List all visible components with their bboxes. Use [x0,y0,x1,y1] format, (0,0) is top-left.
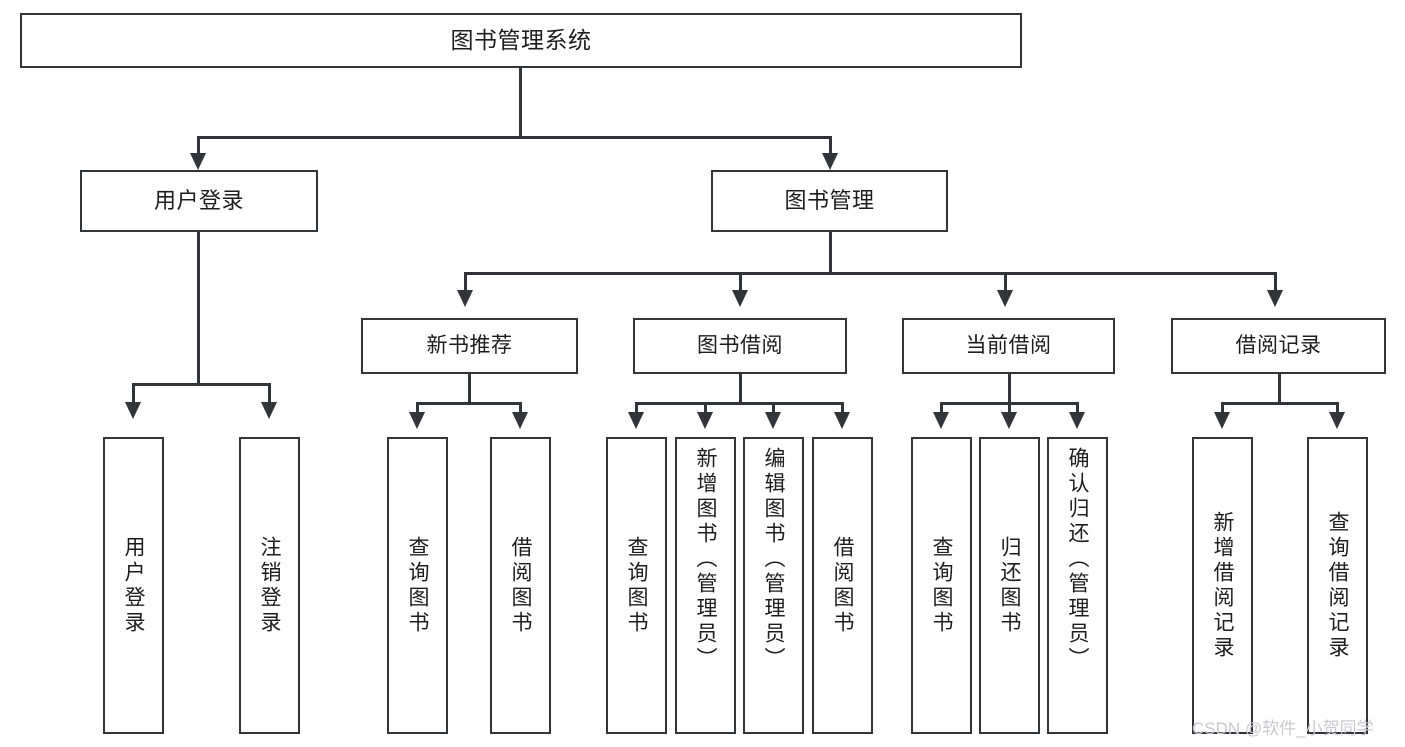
node-user-login[interactable]: 用户登录 [80,170,318,232]
node-leaf-return-book-label: 归还图书 [998,535,1021,636]
node-leaf-edit-book-label: 编辑图书（管理员） [762,447,785,672]
arrow-to-book-manage [822,153,838,170]
connector-root-bus [197,136,831,139]
node-leaf-user-login-label: 用户登录 [122,535,145,636]
arrow-to-leaf-edit-book [765,412,781,429]
node-leaf-add-book[interactable]: 新增图书（管理员） [675,437,736,734]
connector-cb-drop-1 [940,402,943,414]
connector-user-login-drop-1 [132,383,135,404]
connector-root-stem [519,68,522,137]
node-root[interactable]: 图书管理系统 [20,13,1022,68]
node-current-borrow-label: 当前借阅 [965,334,1052,358]
node-new-book-rec[interactable]: 新书推荐 [361,318,578,374]
node-user-login-label: 用户登录 [153,187,244,213]
node-leaf-return-book[interactable]: 归还图书 [979,437,1040,734]
node-leaf-edit-book[interactable]: 编辑图书（管理员） [743,437,804,734]
arrow-to-new-book-rec [457,290,473,307]
arrow-to-leaf-confirm-return [1069,412,1085,429]
connector-user-login-stem [197,232,200,384]
connector-cb-stem [1008,374,1011,404]
arrow-to-leaf-return-book [1001,412,1017,429]
arrow-to-leaf-borrow-book-1 [512,412,528,429]
arrow-to-leaf-add-book [697,412,713,429]
node-leaf-query-book-3-label: 查询图书 [930,535,953,636]
node-leaf-query-book-2[interactable]: 查询图书 [606,437,667,734]
arrow-to-current-borrow [997,290,1013,307]
node-leaf-confirm-return-label: 确认归还（管理员） [1066,447,1089,672]
connector-user-login-drop-2 [268,383,271,404]
node-leaf-query-record-label: 查询借阅记录 [1326,510,1349,661]
node-current-borrow[interactable]: 当前借阅 [902,318,1115,374]
node-leaf-borrow-book-2-label: 借阅图书 [831,535,854,636]
node-leaf-add-record[interactable]: 新增借阅记录 [1192,437,1253,734]
connector-bb-drop-2 [704,402,707,414]
connector-nbr-drop-2 [519,402,522,414]
node-leaf-confirm-return[interactable]: 确认归还（管理员） [1047,437,1108,734]
connector-cb-drop-3 [1076,402,1079,414]
node-leaf-query-record[interactable]: 查询借阅记录 [1307,437,1368,734]
node-book-manage[interactable]: 图书管理 [711,170,948,232]
arrow-to-leaf-query-book-3 [933,412,949,429]
node-root-label: 图书管理系统 [450,26,592,53]
connector-br-stem [1278,374,1281,404]
node-book-borrow-label: 图书借阅 [697,334,783,358]
node-leaf-borrow-book-1-label: 借阅图书 [509,535,532,636]
connector-nbr-bus [416,402,522,405]
connector-book-manage-bus [464,272,1276,275]
arrow-to-leaf-user-login [125,402,141,419]
connector-bm-drop-4 [1274,272,1277,292]
connector-nbr-drop-1 [416,402,419,414]
connector-book-manage-stem [829,232,832,274]
connector-bb-drop-4 [841,402,844,414]
node-leaf-query-book-2-label: 查询图书 [625,535,648,636]
arrow-to-leaf-add-record [1214,412,1230,429]
connector-br-bus [1221,402,1338,405]
arrow-to-leaf-logout [261,402,277,419]
node-leaf-borrow-book-1[interactable]: 借阅图书 [490,437,551,734]
arrow-to-user-login [190,153,206,170]
arrow-to-leaf-query-book-1 [409,412,425,429]
connector-root-drop-right [829,136,832,156]
node-borrow-record-label: 借阅记录 [1235,334,1322,358]
node-borrow-record[interactable]: 借阅记录 [1171,318,1386,374]
node-leaf-add-book-label: 新增图书（管理员） [694,447,717,672]
arrow-to-book-borrow [732,290,748,307]
connector-root-drop-left [197,136,200,156]
node-leaf-query-book-1-label: 查询图书 [406,535,429,636]
connector-bb-drop-3 [772,402,775,414]
connector-cb-drop-2 [1008,402,1011,414]
connector-bb-stem [739,374,742,404]
arrow-to-borrow-record [1267,290,1283,307]
connector-bb-bus [635,402,843,405]
connector-bb-drop-1 [635,402,638,414]
connector-bm-drop-3 [1004,272,1007,292]
connector-bm-drop-2 [739,272,742,292]
node-new-book-rec-label: 新书推荐 [426,334,513,358]
node-leaf-add-record-label: 新增借阅记录 [1211,510,1234,661]
arrow-to-leaf-query-record [1329,412,1345,429]
csdn-watermark: CSDN @软件_小贺同学 [1192,719,1374,738]
node-leaf-logout-label: 注销登录 [258,535,281,636]
arrow-to-leaf-borrow-book-2 [834,412,850,429]
node-leaf-borrow-book-2[interactable]: 借阅图书 [812,437,873,734]
node-book-manage-label: 图书管理 [784,187,875,213]
node-book-borrow[interactable]: 图书借阅 [633,318,847,374]
connector-br-drop-1 [1221,402,1224,414]
node-leaf-query-book-3[interactable]: 查询图书 [911,437,972,734]
node-leaf-logout[interactable]: 注销登录 [239,437,300,734]
node-leaf-query-book-1[interactable]: 查询图书 [387,437,448,734]
connector-user-login-bus [132,383,270,386]
arrow-to-leaf-query-book-2 [628,412,644,429]
connector-nbr-stem [468,374,471,404]
node-leaf-user-login[interactable]: 用户登录 [103,437,164,734]
connector-bm-drop-1 [464,272,467,292]
connector-br-drop-2 [1336,402,1339,414]
